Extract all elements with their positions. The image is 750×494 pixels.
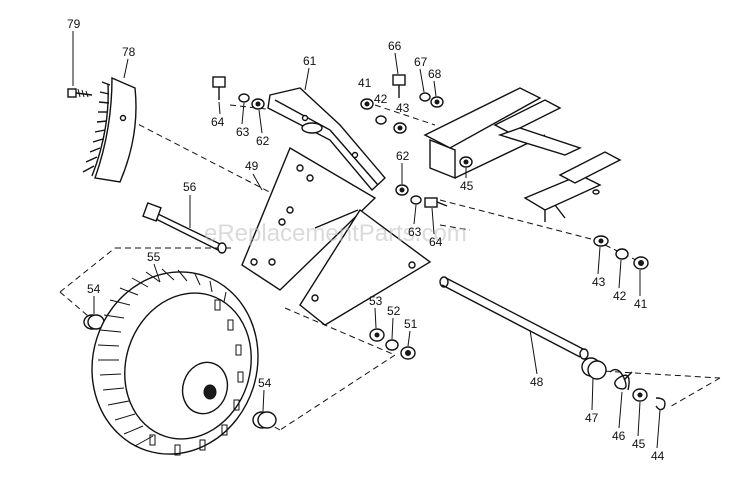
lockwasher-52 xyxy=(385,339,399,351)
lockwasher-42-upper xyxy=(375,115,387,125)
callout-78: 78 xyxy=(122,45,136,59)
washer-63-upper xyxy=(238,93,250,103)
callout-42-lower: 42 xyxy=(613,289,627,303)
bushing-54-lower xyxy=(252,411,277,429)
callout-49: 49 xyxy=(245,159,259,173)
callout-41-lower: 41 xyxy=(634,297,648,311)
lever-arm-61 xyxy=(267,87,386,192)
callout-leaders xyxy=(72,31,661,449)
spring-46 xyxy=(609,368,633,391)
callout-51: 51 xyxy=(404,317,418,331)
shaft-48 xyxy=(439,276,589,360)
washer-45-upper xyxy=(459,156,473,168)
nut-51 xyxy=(400,346,416,360)
washer-53 xyxy=(369,328,385,342)
clip-44 xyxy=(655,397,666,411)
nut-62-middle xyxy=(395,184,409,196)
gear-segment-78 xyxy=(82,76,137,183)
washer-45-lower xyxy=(632,388,648,402)
callout-68: 68 xyxy=(428,67,442,81)
assembly-leader-lines xyxy=(59,104,721,431)
callout-64-upper: 64 xyxy=(211,115,225,129)
bushing-47 xyxy=(581,357,607,380)
axle-bolt-56 xyxy=(142,202,227,254)
watermark: eReplacementParts.com xyxy=(204,220,467,247)
washer-43-upper xyxy=(393,122,407,134)
callout-53: 53 xyxy=(369,294,383,308)
callout-62-middle: 62 xyxy=(396,149,410,163)
bracket-plate-49 xyxy=(241,146,432,326)
nut-62-upper xyxy=(251,98,265,110)
callout-45-lower: 45 xyxy=(632,437,646,451)
callout-labels: 79 78 61 66 67 68 41 42 43 64 63 62 49 6… xyxy=(67,17,665,463)
callout-42-upper: 42 xyxy=(374,92,388,106)
callout-54-upper: 54 xyxy=(87,282,101,296)
nut-41-upper xyxy=(360,98,374,110)
callout-63-upper: 63 xyxy=(236,125,250,139)
callout-61: 61 xyxy=(303,54,317,68)
bolt-64-middle xyxy=(424,197,448,208)
frame-rail xyxy=(423,87,622,222)
washer-67 xyxy=(419,92,431,102)
callout-43-upper: 43 xyxy=(396,101,410,115)
bolt-64-upper xyxy=(212,76,226,100)
nut-68 xyxy=(430,96,444,108)
callout-48: 48 xyxy=(530,375,544,389)
callout-55: 55 xyxy=(147,250,161,264)
callout-52: 52 xyxy=(387,304,401,318)
callout-44: 44 xyxy=(651,449,665,463)
callout-56: 56 xyxy=(183,180,197,194)
callout-46: 46 xyxy=(612,429,626,443)
callout-64-middle: 64 xyxy=(429,235,443,249)
washer-63-middle xyxy=(410,195,422,205)
callout-47: 47 xyxy=(585,411,599,425)
callout-45-upper: 45 xyxy=(460,179,474,193)
washer-43-lower xyxy=(593,235,609,247)
callout-41-upper: 41 xyxy=(358,76,372,90)
callout-66: 66 xyxy=(388,39,402,53)
callout-54-lower: 54 xyxy=(258,376,272,390)
screw-79 xyxy=(67,88,93,98)
callout-63-middle: 63 xyxy=(408,225,422,239)
nut-41-lower xyxy=(633,256,649,270)
bolt-66 xyxy=(392,74,406,98)
callout-79: 79 xyxy=(67,17,81,31)
lockwasher-42-lower xyxy=(615,248,629,260)
callout-67: 67 xyxy=(414,55,428,69)
wheel-55 xyxy=(91,268,259,456)
callout-43-lower: 43 xyxy=(592,275,606,289)
callout-62-upper: 62 xyxy=(256,134,270,148)
